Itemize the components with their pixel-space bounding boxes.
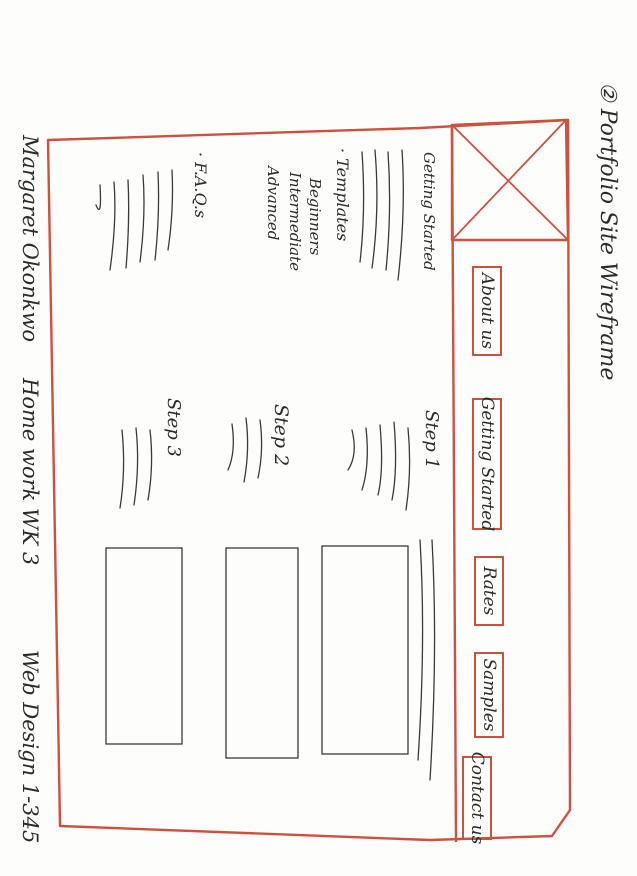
step2-image-box [225, 547, 299, 759]
sidebar-copy-lines [359, 149, 404, 281]
nav-contact-us[interactable]: Contact us [462, 752, 492, 844]
course-label: Web Design 1-345 [18, 650, 42, 844]
nav-getting-started-label: Getting Started [477, 396, 497, 532]
faq-copy-lines [95, 169, 174, 271]
sidebar-templates: · Templates [333, 148, 352, 242]
nav-rates-label: Rates [479, 566, 499, 616]
step3-heading: Step 3 [163, 398, 184, 457]
nav-samples[interactable]: Samples [474, 652, 504, 738]
step1-copy-lines [347, 421, 411, 511]
nav-about-us[interactable]: About us [472, 266, 502, 356]
page-title: ② Portfolio Site Wireframe [595, 82, 620, 381]
step3-copy-lines [119, 427, 153, 509]
step1-image-box [321, 545, 409, 755]
nav-samples-label: Samples [479, 658, 499, 732]
page-frame [46, 118, 572, 842]
step2-heading: Step 2 [270, 404, 292, 467]
nav-getting-started[interactable]: Getting Started [472, 396, 502, 532]
step3-image-box [105, 547, 183, 745]
header-divider [450, 123, 458, 843]
step2-copy-lines [227, 417, 263, 483]
sidebar-level-intermediate: Intermediate [286, 172, 304, 272]
nav-contact-us-label: Contact us [467, 751, 487, 845]
sidebar-level-beginners: Beginners [306, 178, 324, 256]
author-name: Margaret Okonkwo [18, 135, 42, 343]
logo-cross-b [451, 119, 567, 241]
sidebar-level-advanced: Advanced [264, 166, 282, 241]
step1-long-copy-lines [417, 539, 436, 781]
assignment-label: Home work WK 3 [18, 378, 42, 566]
sidebar-heading: Getting Started [420, 152, 438, 271]
sidebar-faqs: · F.A.Q.s [191, 152, 210, 219]
nav-about-us-label: About us [477, 272, 497, 350]
logo-cross-a [451, 124, 569, 241]
nav-rates[interactable]: Rates [474, 556, 504, 626]
step1-heading: Step 1 [421, 410, 442, 469]
